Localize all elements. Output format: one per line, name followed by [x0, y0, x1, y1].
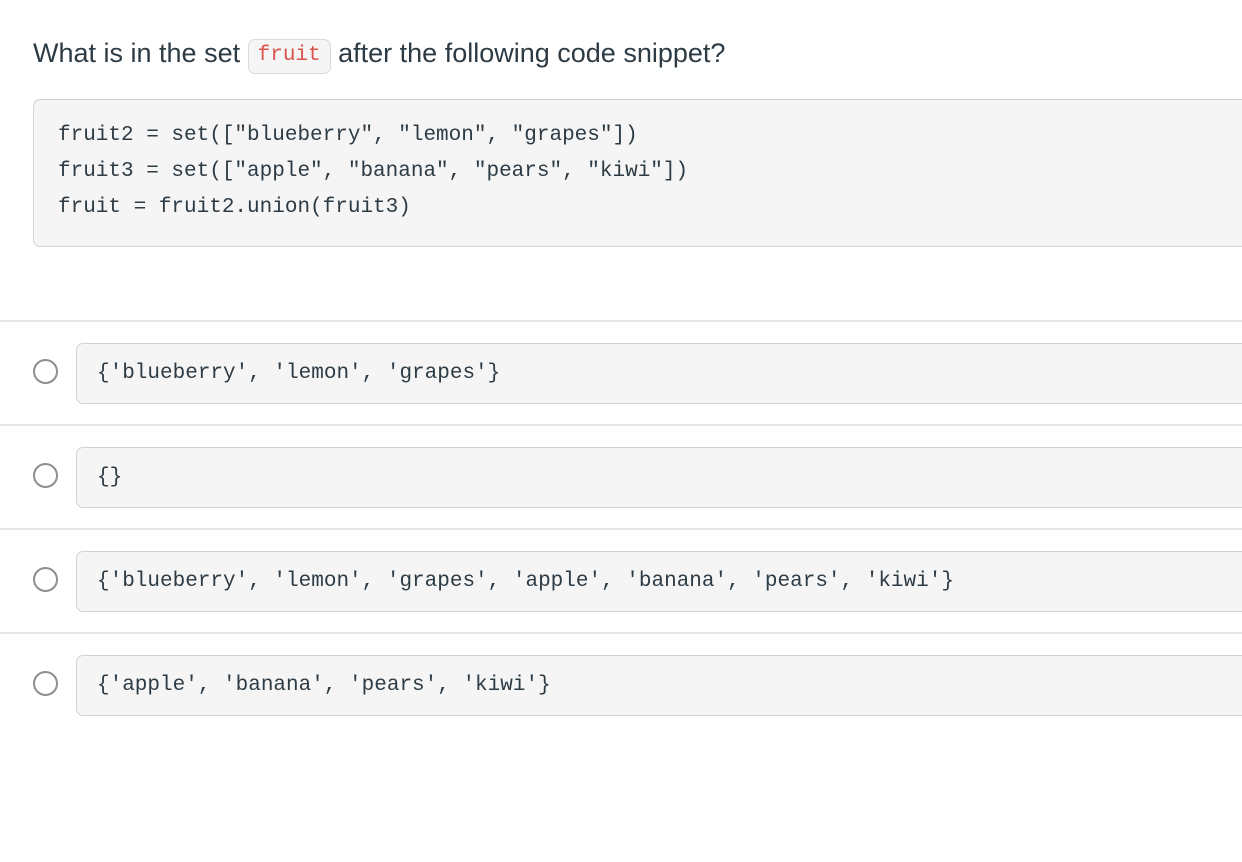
answer-option-4[interactable]: {'apple', 'banana', 'pears', 'kiwi'}: [0, 632, 1242, 736]
code-snippet-block: fruit2 = set(["blueberry", "lemon", "gra…: [33, 99, 1242, 247]
answer-text-option-2: {}: [97, 466, 123, 489]
question-text-before: What is in the set: [33, 38, 241, 68]
radio-button-option-3[interactable]: [33, 567, 58, 592]
answer-box-option-3[interactable]: {'blueberry', 'lemon', 'grapes', 'apple'…: [76, 551, 1242, 612]
code-snippet-text: fruit2 = set(["blueberry", "lemon", "gra…: [58, 124, 689, 219]
answer-text-option-4: {'apple', 'banana', 'pears', 'kiwi'}: [97, 674, 551, 697]
question-text-after: after the following code snippet?: [338, 38, 726, 68]
answer-box-option-1[interactable]: {'blueberry', 'lemon', 'grapes'}: [76, 343, 1242, 404]
inline-code-fruit: fruit: [247, 39, 331, 74]
answer-text-option-3: {'blueberry', 'lemon', 'grapes', 'apple'…: [97, 570, 954, 593]
answer-box-option-2[interactable]: {}: [76, 447, 1242, 508]
radio-button-option-2[interactable]: [33, 463, 58, 488]
radio-button-option-1[interactable]: [33, 359, 58, 384]
answer-option-3[interactable]: {'blueberry', 'lemon', 'grapes', 'apple'…: [0, 528, 1242, 632]
answer-options-list: {'blueberry', 'lemon', 'grapes'} {} {'bl…: [0, 320, 1242, 736]
answer-option-2[interactable]: {}: [0, 424, 1242, 528]
radio-button-option-4[interactable]: [33, 671, 58, 696]
answer-text-option-1: {'blueberry', 'lemon', 'grapes'}: [97, 362, 501, 385]
answer-option-1[interactable]: {'blueberry', 'lemon', 'grapes'}: [0, 320, 1242, 424]
answer-box-option-4[interactable]: {'apple', 'banana', 'pears', 'kiwi'}: [76, 655, 1242, 716]
question-prompt: What is in the set fruit after the follo…: [33, 30, 725, 76]
